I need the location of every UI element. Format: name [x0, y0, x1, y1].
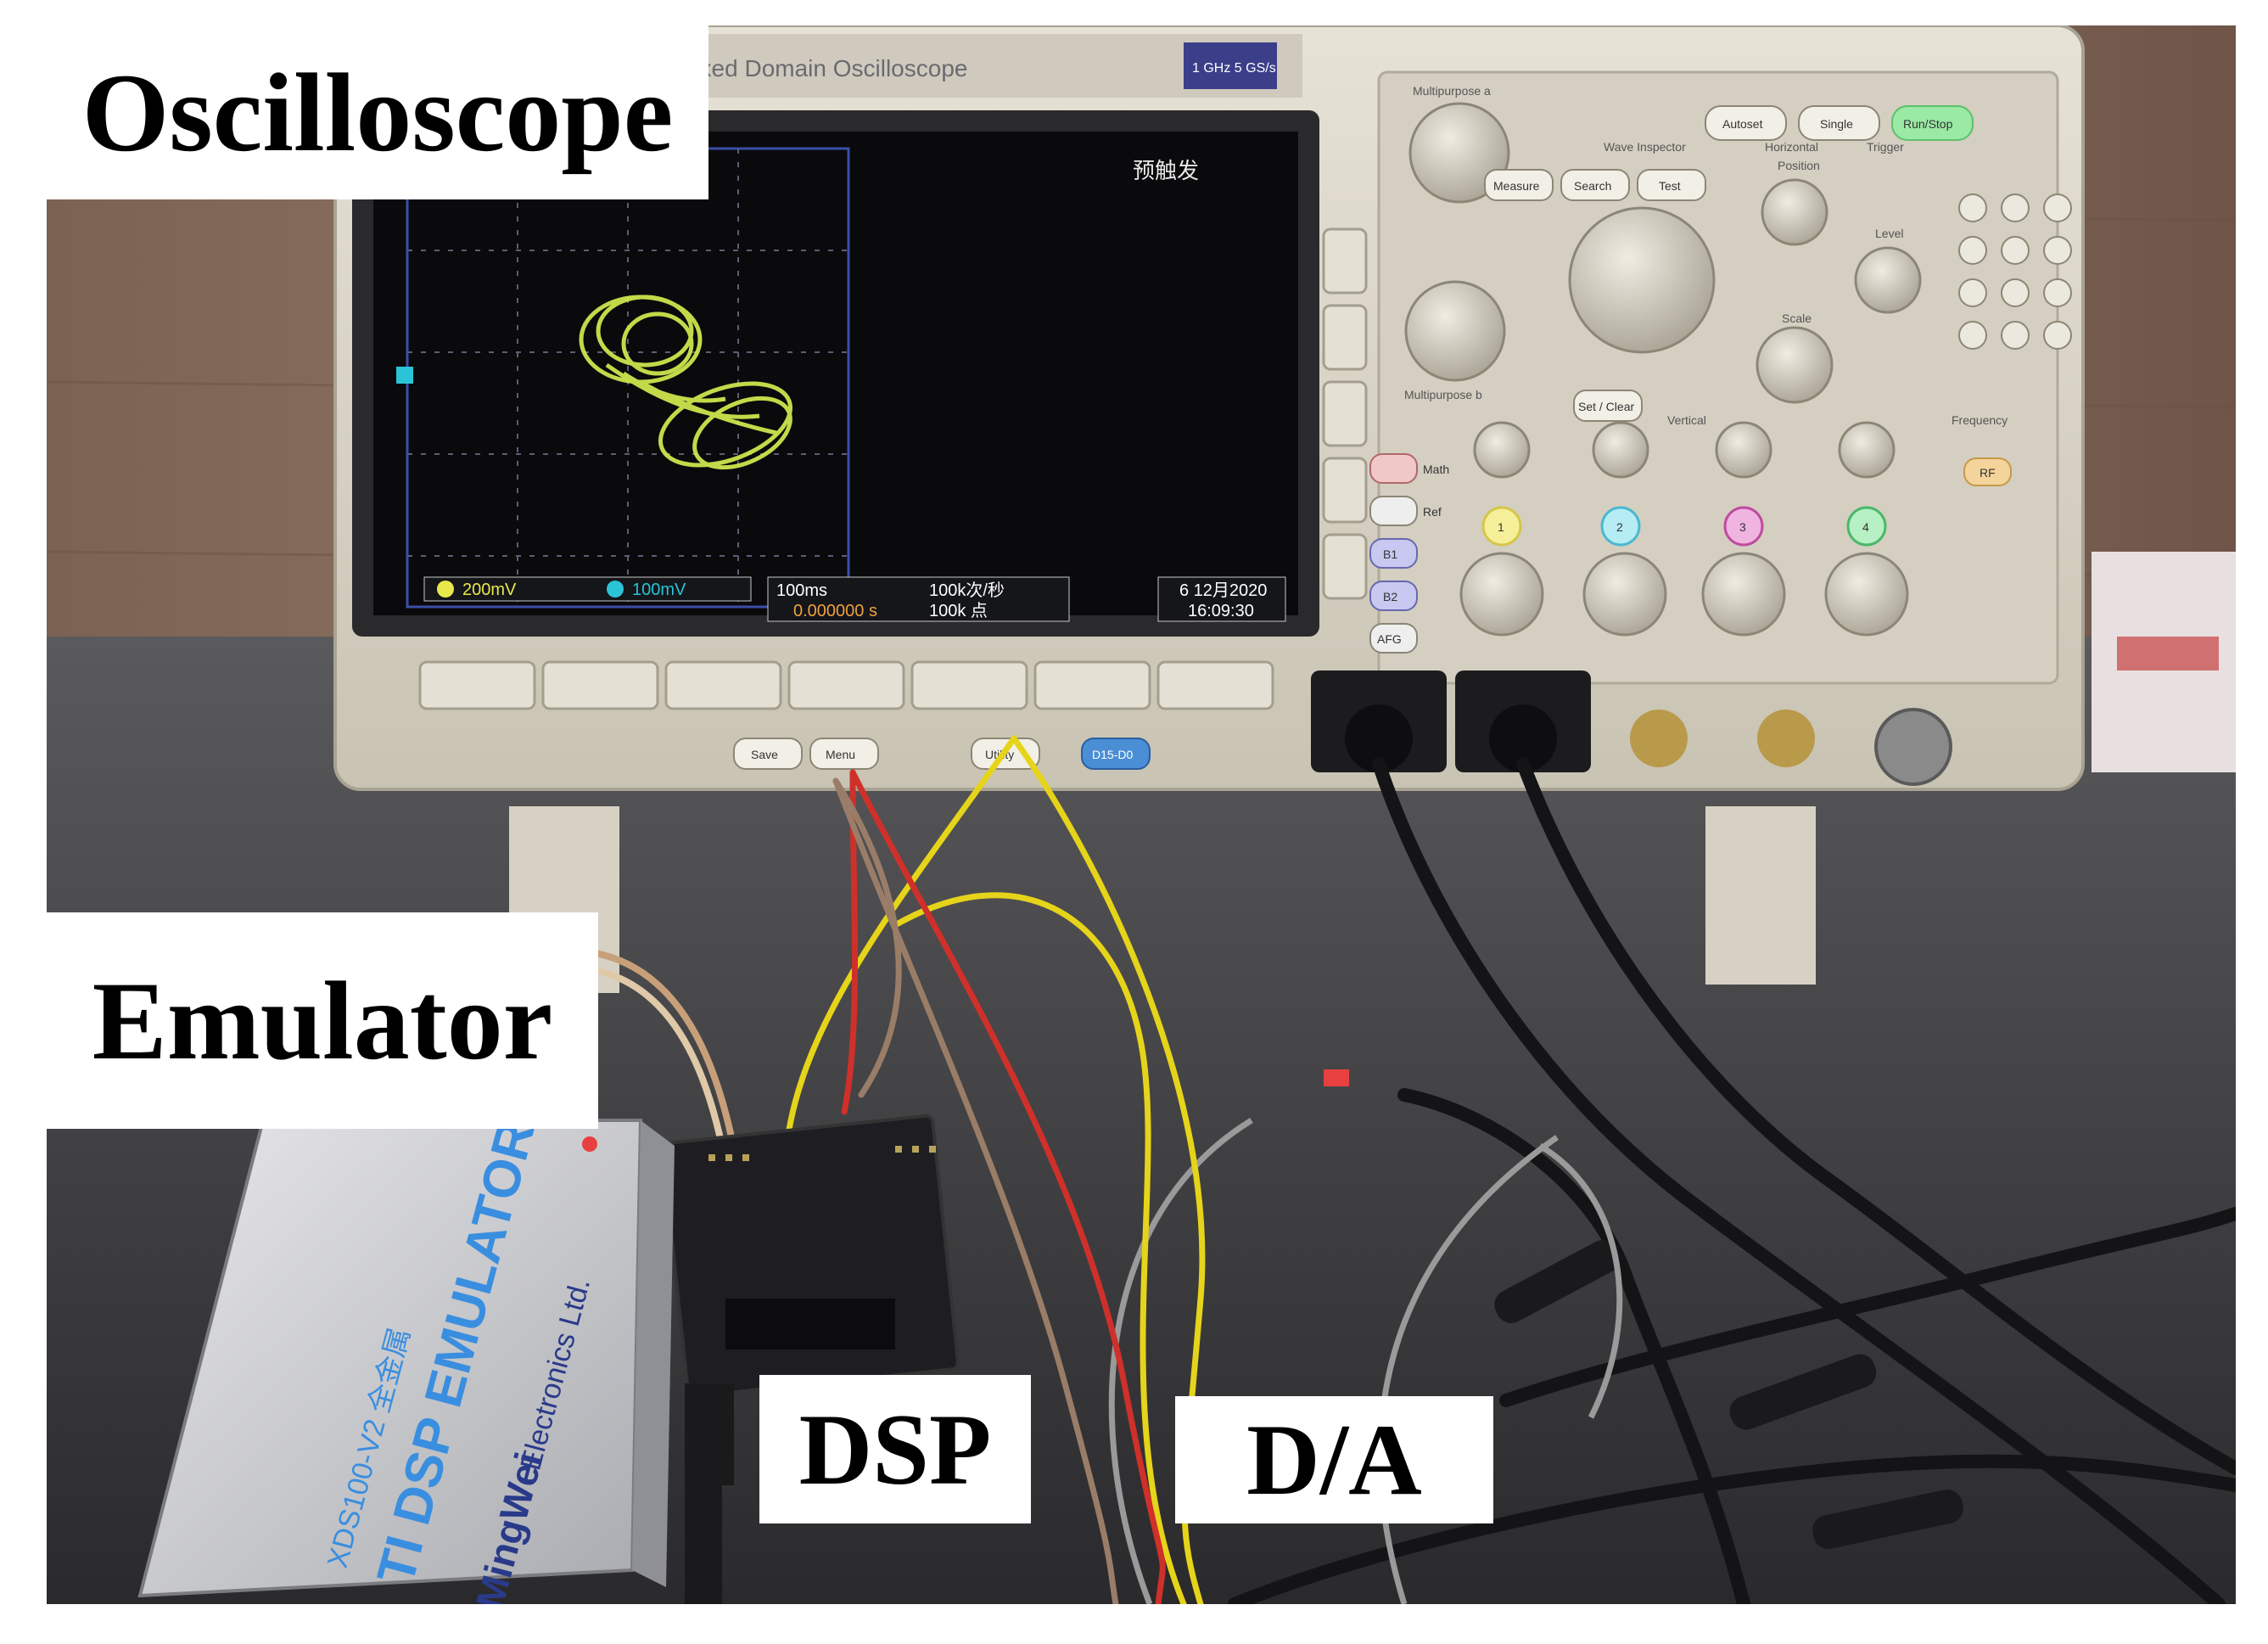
emulator-label: Emulator: [47, 912, 598, 1129]
record-length: 100k 点: [929, 601, 988, 620]
level-label: Level: [1875, 227, 1903, 240]
probe-heads: [1494, 1240, 1963, 1549]
afg-button: AFG: [1377, 632, 1402, 646]
front-buttons: Autoset Single Run/Stop Measure Search T…: [733, 105, 2012, 770]
red-led: [1324, 1069, 1349, 1086]
emulator-device: TI DSP EMULATOR XDS100-V2 全金属 MingWei El…: [137, 1114, 675, 1604]
ref-button: Ref: [1423, 505, 1442, 519]
pretrigger-text: 预触发: [1133, 158, 1199, 183]
ch2-scale: 100mV: [632, 581, 686, 599]
scope-time: 16:09:30: [1188, 602, 1254, 620]
trigger-label: Trigger: [1867, 140, 1904, 154]
multipurpose-b-label: Multipurpose b: [1404, 388, 1482, 401]
oscilloscope-label: Oscilloscope: [47, 25, 708, 199]
b1-button: B1: [1383, 547, 1397, 561]
probe-connectors: [1311, 671, 1952, 786]
ch3-button: 3: [1739, 520, 1746, 534]
ch2-button: 2: [1616, 520, 1623, 534]
wave-inspector-label: Wave Inspector: [1604, 140, 1686, 154]
probe-cables: [1228, 757, 2236, 1604]
dsp-label: DSP: [759, 1375, 1031, 1523]
trigger-offset: 0.000000 s: [793, 602, 877, 620]
set-clear-button: Set / Clear: [1578, 400, 1634, 413]
multipurpose-a-label: Multipurpose a: [1413, 84, 1491, 98]
rf-button: RF: [1980, 466, 1996, 480]
math-button: Math: [1423, 463, 1449, 476]
dsp-cable: [685, 1383, 722, 1604]
side-menu-buttons: [1322, 227, 1368, 600]
run-stop-button: Run/Stop: [1903, 117, 1953, 131]
horizontal-label: Horizontal: [1765, 140, 1818, 154]
menu-button: Menu: [826, 748, 855, 761]
knobs: [1404, 102, 1922, 637]
scope-model-text: Mixed Domain Oscilloscope: [675, 55, 967, 81]
frequency-label: Frequency: [1952, 413, 2008, 427]
search-button: Search: [1574, 179, 1611, 193]
sample-rate: 100k次/秒: [929, 581, 1005, 600]
bottom-menu-buttons: [418, 660, 1274, 710]
dsp-board: [660, 1114, 960, 1485]
scope-spec-text: 1 GHz 5 GS/s: [1192, 61, 1276, 76]
scope-screen: [373, 132, 1298, 615]
ch4-button: 4: [1862, 520, 1869, 534]
save-button: Save: [751, 748, 778, 761]
measure-button: Measure: [1493, 179, 1540, 193]
lab-photo: Mixed Domain Oscilloscope 1 GHz 5 GS/s 预…: [47, 25, 2236, 1604]
timebase: 100ms: [776, 581, 827, 600]
autoset-button: Autoset: [1722, 117, 1763, 131]
ch1-button: 1: [1498, 520, 1504, 534]
test-button: Test: [1659, 179, 1681, 193]
vertical-label: Vertical: [1667, 413, 1706, 427]
xy-trace: [579, 295, 793, 470]
scale-label: Scale: [1782, 311, 1812, 325]
d15-d0-button: D15-D0: [1092, 748, 1133, 761]
single-button: Single: [1820, 117, 1853, 131]
da-label: D/A: [1175, 1396, 1493, 1523]
ch1-scale: 200mV: [462, 581, 517, 599]
scope-status-bar: 200mV 100mV 100ms 100k次/秒 0.000000 s 100…: [423, 576, 1286, 622]
scope-date: 6 12月2020: [1179, 581, 1267, 600]
channel-2-marker: [396, 367, 413, 384]
position-label: Position: [1778, 159, 1820, 172]
b2-button: B2: [1383, 590, 1397, 603]
keypad: [1958, 194, 2072, 350]
oscilloscope: Mixed Domain Oscilloscope 1 GHz 5 GS/s 预…: [333, 25, 2085, 993]
